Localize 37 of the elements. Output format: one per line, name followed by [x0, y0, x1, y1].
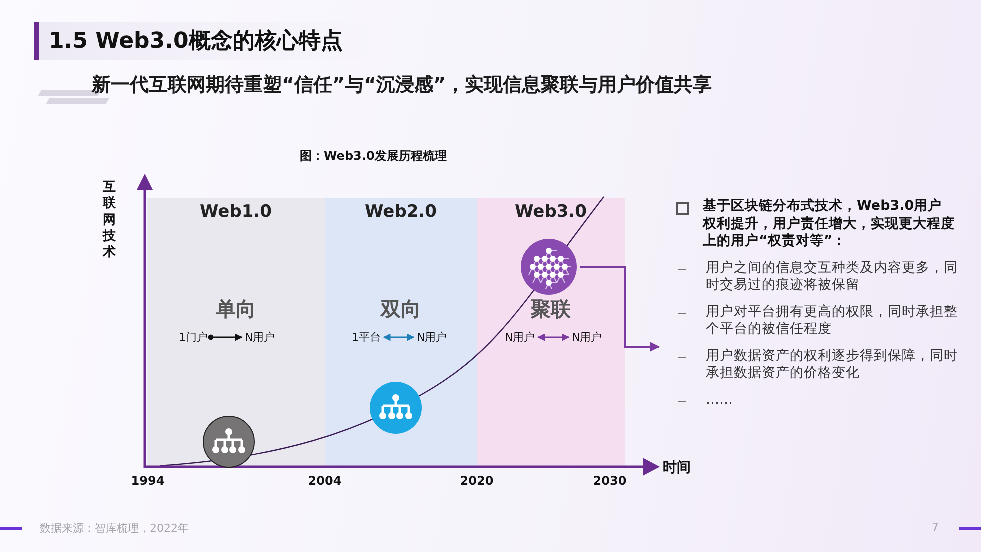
heading-text: 基于区块链分布式技术，Web3.0用户权利提升，用户责任增大，实现更大程度上的用户“权责对等”：	[703, 198, 955, 251]
arrow	[537, 334, 570, 342]
era-mode: 单向	[215, 296, 257, 323]
node-label: 1平台	[352, 330, 381, 345]
era-band	[477, 198, 625, 467]
node-label: N用户	[245, 330, 276, 345]
chart-caption: 图：Web3.0发展历程梳理	[300, 148, 447, 165]
bullet-text: ……	[706, 392, 734, 410]
year-label: 2004	[308, 474, 342, 488]
network-icon	[370, 382, 422, 434]
source-note: 数据来源：智库梳理，2022年	[40, 521, 189, 536]
year-label: 2020	[460, 474, 494, 488]
era-title: Web3.0	[514, 202, 588, 222]
node-label: N用户	[505, 330, 536, 345]
year-label: 1994	[131, 474, 165, 488]
era-band	[325, 198, 477, 467]
bullet-text: 用户对平台拥有更高的权限，同时承担整个平台的被信任程度	[706, 304, 958, 339]
era-title: Web2.0	[364, 202, 438, 222]
title: 1.5 Web3.0概念的核心特点	[49, 28, 343, 56]
axis-label: 互联网技术	[103, 180, 117, 262]
connector-arrow	[580, 266, 660, 352]
bullet-text: 用户之间的信息交互种类及内容更多，同时交易过的痕迹将被保留	[706, 260, 958, 295]
page-number: 7	[932, 521, 939, 534]
node-label: 1门户	[179, 330, 208, 345]
node-label: N用户	[572, 330, 602, 345]
year-label: 2030	[593, 474, 627, 488]
network-icon	[203, 416, 255, 468]
era-mode: 双向	[380, 296, 422, 323]
arrow	[208, 334, 243, 342]
era-mode: 聚联	[530, 296, 572, 323]
arrow	[383, 334, 415, 342]
era-title: Web1.0	[199, 202, 273, 222]
era-band	[147, 198, 325, 467]
axis-label: 时间	[663, 459, 691, 477]
node-label: N用户	[417, 330, 448, 345]
bullet-text: 用户数据资产的权利逐步得到保障，同时承担数据资产的价格变化	[706, 348, 958, 383]
subtitle: 新一代互联网期待重塑“信任”与“沉浸感”，实现信息聚联与用户价值共享	[92, 73, 712, 98]
